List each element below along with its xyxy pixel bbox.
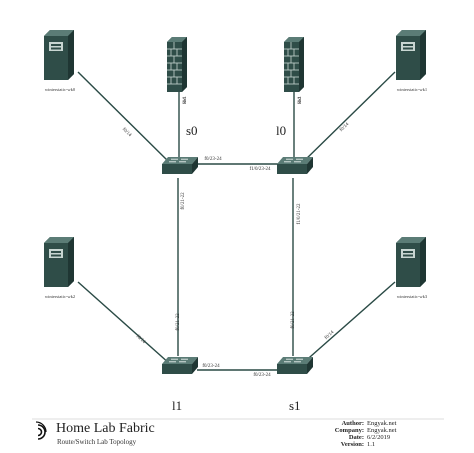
- version-key: Version:: [340, 441, 364, 448]
- link-label: f0/23-24: [202, 364, 220, 369]
- server-icon[interactable]: [44, 237, 74, 287]
- date-value: 6/2/2019: [367, 434, 391, 441]
- logo-icon: [35, 421, 47, 440]
- link-wk0-s0: [77, 71, 171, 164]
- company-key: Company:: [334, 427, 364, 434]
- link-label: f0/21-22: [176, 313, 181, 331]
- link-label: f0/14: [135, 334, 147, 345]
- author-key: Author:: [341, 420, 364, 427]
- link-label: f0/23-24: [253, 373, 271, 378]
- server-icon[interactable]: [44, 30, 74, 80]
- switch-icon[interactable]: [161, 356, 199, 375]
- link-label: f0/23-24: [204, 157, 222, 162]
- link-label: f0/1: [298, 95, 303, 104]
- link-label: f1/0/23-24: [249, 167, 271, 172]
- connection-lines: [77, 71, 396, 371]
- diagram-title: Home Lab Fabric: [56, 421, 155, 436]
- switch-icon[interactable]: [276, 156, 314, 175]
- switch-icon[interactable]: [276, 356, 314, 375]
- link-label: f0/14: [121, 127, 132, 138]
- server-label: winterstatic-wk2: [45, 294, 75, 299]
- firewall-label: sb2: [297, 97, 302, 103]
- switch-label-l0: l0: [276, 123, 286, 138]
- switch-label-s1: s1: [289, 398, 301, 413]
- link-wk2-l1: [77, 281, 171, 365]
- server-icon[interactable]: [396, 30, 426, 80]
- server-label: winterstatic-wk0: [45, 87, 76, 92]
- firewall-label: sb1: [182, 97, 187, 103]
- version-value: 1.1: [367, 441, 376, 448]
- firewall-icon[interactable]: [283, 36, 305, 93]
- link-label: f0/14: [324, 330, 336, 341]
- switch-label-s0: s0: [186, 123, 198, 138]
- server-icon[interactable]: [396, 237, 426, 287]
- switch-icon[interactable]: [161, 156, 199, 175]
- metadata-block: Author:Engyak.net Company:Engyak.net Dat…: [300, 420, 460, 448]
- server-label: winterstatic-wk3: [397, 294, 428, 299]
- link-label: f0/1: [183, 95, 188, 104]
- link-label: f1/0/21-22: [297, 203, 302, 225]
- link-wk1-l0: [301, 71, 396, 164]
- link-label: f0/21-22: [181, 192, 186, 210]
- author-value: Engyak.net: [367, 420, 397, 427]
- firewall-icon[interactable]: [166, 36, 188, 93]
- date-key: Date:: [348, 434, 364, 441]
- link-label: f0/21-22: [291, 311, 296, 329]
- company-value: Engyak.net: [367, 427, 397, 434]
- diagram-subtitle: Route/Switch Lab Topology: [57, 438, 137, 446]
- link-label: f0/14: [339, 122, 350, 133]
- switch-label-l1: l1: [172, 398, 182, 413]
- server-label: winterstatic-wk1: [397, 87, 427, 92]
- link-wk3-s1: [301, 281, 396, 365]
